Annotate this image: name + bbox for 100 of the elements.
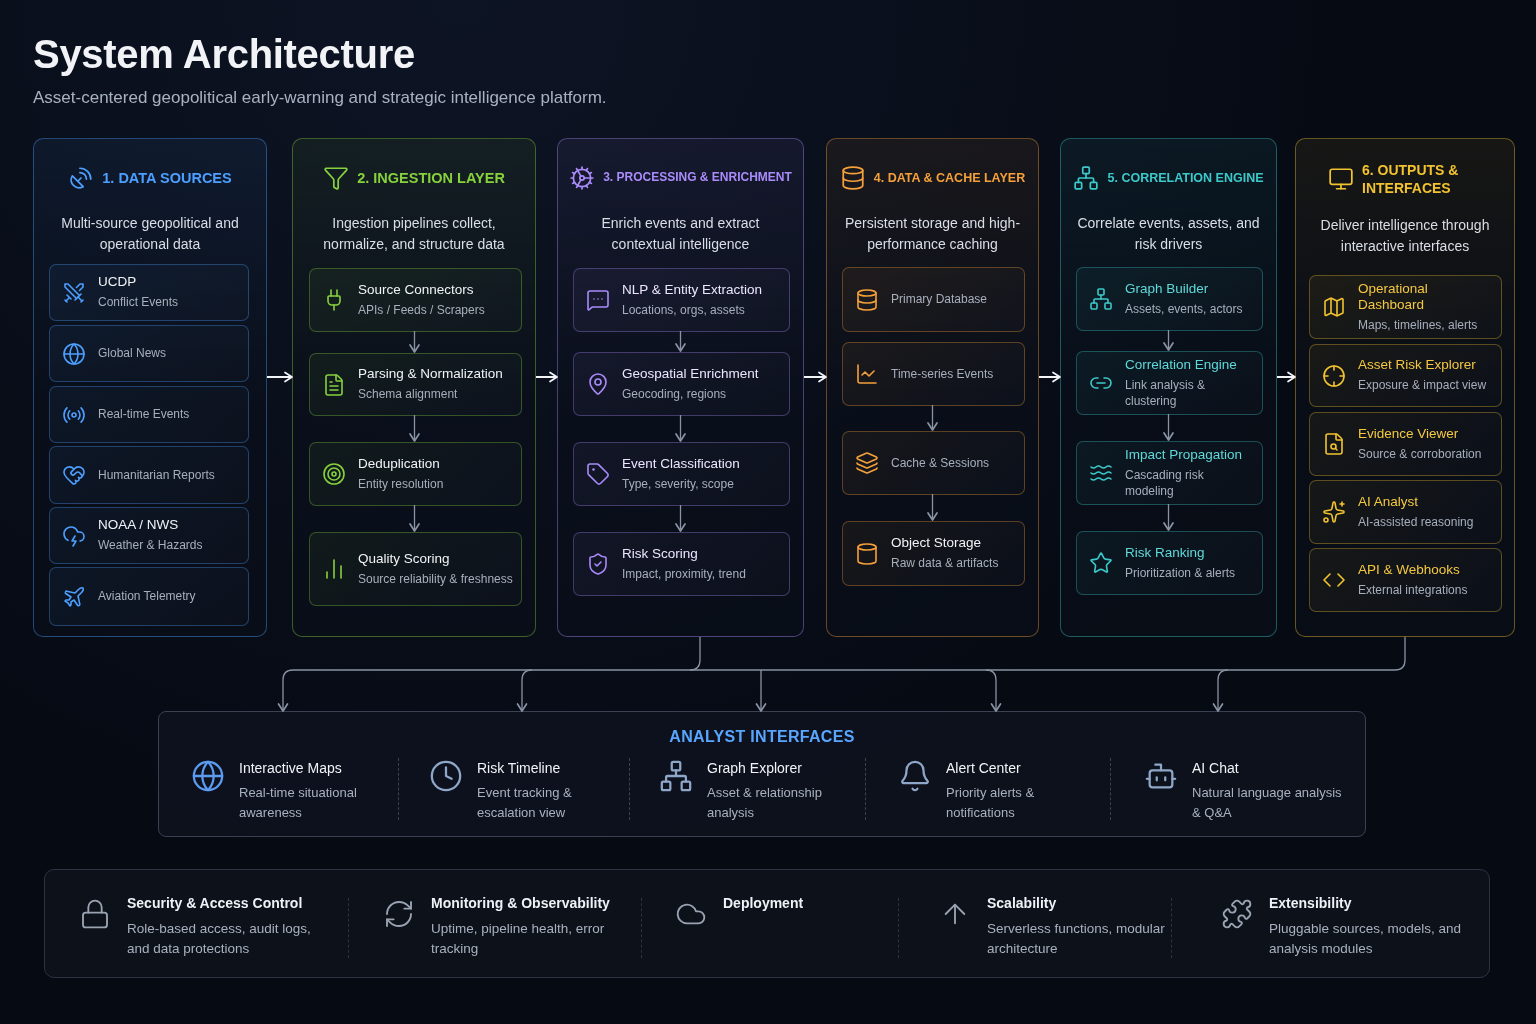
- component-title: UCDP: [98, 274, 138, 292]
- arrow: [266, 371, 293, 383]
- component-box: [309, 353, 522, 416]
- component-box: [842, 342, 1025, 406]
- arrow: [803, 371, 827, 383]
- component-box: [1076, 441, 1263, 505]
- feature-title: Monitoring & Observability: [431, 894, 611, 913]
- component-subtitle: Impact, proximity, trend: [622, 565, 746, 583]
- arrow: [1163, 329, 1174, 351]
- layer-description: Enrich events and extract contextual intelligence: [600, 214, 761, 254]
- layer-description: Multi-source geopolitical and operational data: [60, 214, 240, 254]
- component-subtitle: Conflict Events: [98, 294, 179, 311]
- component-box: [49, 446, 249, 504]
- component-title: Correlation Engine: [1125, 356, 1238, 374]
- layer-title: 5. CORRELATION ENGINE: [1107, 169, 1264, 187]
- component-box: [49, 507, 249, 564]
- component-subtitle: AI-assisted reasoning: [1358, 513, 1474, 531]
- feature-title: Interactive Maps: [239, 759, 343, 778]
- component-subtitle: Primary Database: [891, 291, 988, 308]
- layer-panel: [557, 138, 804, 637]
- feature-title: AI Chat: [1192, 759, 1240, 778]
- layer-panel: [33, 138, 267, 637]
- component-box: [1309, 275, 1502, 339]
- component-subtitle: Assets, events, actors: [1125, 300, 1243, 318]
- layer-panel: [1295, 138, 1515, 637]
- feature-title: Deployment: [723, 894, 804, 913]
- component-title: AI Analyst: [1358, 493, 1420, 511]
- component-subtitle: Global News: [98, 345, 167, 362]
- feature-title: Extensibility: [1269, 894, 1353, 913]
- feature-title: Security & Access Control: [127, 894, 304, 913]
- layer-title: 6. OUTPUTS & INTERFACES: [1362, 161, 1460, 198]
- layer-title: 3. PROCESSING & ENRICHMENT: [603, 170, 792, 186]
- component-title: Asset Risk Explorer: [1358, 357, 1477, 375]
- component-box: [49, 567, 249, 626]
- arrow: [675, 414, 686, 442]
- component-subtitle: Entity resolution: [358, 475, 444, 493]
- arrow: [1163, 413, 1174, 441]
- layer-panel: [826, 138, 1039, 637]
- layer-panel: [1060, 138, 1277, 637]
- component-box: [309, 268, 522, 332]
- component-subtitle: Real-time Events: [98, 406, 190, 423]
- component-subtitle: Type, severity, scope: [622, 475, 735, 493]
- component-title: Source Connectors: [358, 281, 475, 299]
- layer-description: Deliver intelligence through interactive interfaces: [1319, 216, 1491, 257]
- component-title: Evidence Viewer: [1358, 425, 1460, 443]
- feature-description: Asset & relationship analysis: [707, 784, 823, 823]
- component-subtitle: Weather & Hazards: [98, 537, 203, 554]
- component-subtitle: Humanitarian Reports: [98, 466, 215, 484]
- component-subtitle: Raw data & artifacts: [891, 555, 999, 572]
- arrow: [927, 493, 938, 521]
- component-title: Geospatial Enrichment: [622, 365, 759, 383]
- feature-description: Real-time situational awareness: [239, 784, 358, 823]
- feature-title: Scalability: [987, 894, 1058, 913]
- branch-arrows: [516, 669, 1229, 712]
- feature-description: Priority alerts & notifications: [946, 784, 1036, 823]
- component-subtitle: Aviation Telemetry: [98, 588, 196, 605]
- component-title: NLP & Entity Extraction: [622, 281, 763, 299]
- layer-title: 2. INGESTION LAYER: [357, 168, 505, 188]
- layer-description: Ingestion pipelines collect, normalize, and structure data: [322, 214, 506, 254]
- diagram-title: System Architecture: [33, 32, 415, 77]
- component-subtitle: Maps, timelines, alerts: [1358, 317, 1479, 334]
- component-subtitle: Source reliability & freshness: [358, 570, 513, 588]
- component-title: Parsing & Normalization: [358, 366, 503, 384]
- layer-description: Correlate events, assets, and risk drivers: [1076, 214, 1261, 254]
- feature-description: Pluggable sources, models, and analysis modules: [1269, 920, 1463, 959]
- component-title: Quality Scoring: [358, 550, 451, 568]
- component-box: [49, 386, 249, 443]
- component-box: [573, 268, 790, 332]
- component-box: [573, 442, 790, 506]
- component-title: Operational Dashboard: [1358, 280, 1429, 315]
- feature-description: Role-based access, audit logs, and data protections: [127, 920, 312, 959]
- arrow: [535, 371, 558, 383]
- feature-title: Graph Explorer: [707, 759, 803, 778]
- component-subtitle: Source & corroboration: [1358, 445, 1482, 463]
- layer-title: 4. DATA & CACHE LAYER: [873, 169, 1026, 187]
- component-subtitle: Cache & Sessions: [891, 454, 990, 472]
- arrow: [1212, 636, 1406, 712]
- component-box: [842, 521, 1025, 586]
- component-box: [842, 431, 1025, 495]
- component-title: Deduplication: [358, 455, 441, 473]
- component-box: [49, 325, 249, 382]
- component-box: [573, 352, 790, 416]
- feature-title: Risk Timeline: [477, 759, 562, 778]
- component-box: [1309, 548, 1502, 612]
- component-subtitle: Geocoding, regions: [622, 385, 728, 403]
- arrow: [1163, 503, 1174, 531]
- component-subtitle: Schema alignment: [358, 386, 459, 403]
- component-title: Risk Scoring: [622, 545, 699, 563]
- arrow: [409, 330, 420, 353]
- component-subtitle: External integrations: [1358, 581, 1468, 599]
- component-box: [842, 267, 1025, 332]
- component-title: NOAA / NWS: [98, 517, 180, 535]
- component-title: Graph Builder: [1125, 280, 1210, 298]
- component-title: API & Webhooks: [1358, 561, 1461, 579]
- feature-description: Event tracking & escalation view: [477, 784, 573, 823]
- component-subtitle: Locations, orgs, assets: [622, 301, 746, 319]
- arrow: [409, 414, 420, 442]
- component-subtitle: Link analysis & clustering: [1125, 376, 1207, 410]
- arrow: [675, 504, 686, 532]
- feature-description: Serverless functions, modular architecture: [987, 920, 1166, 959]
